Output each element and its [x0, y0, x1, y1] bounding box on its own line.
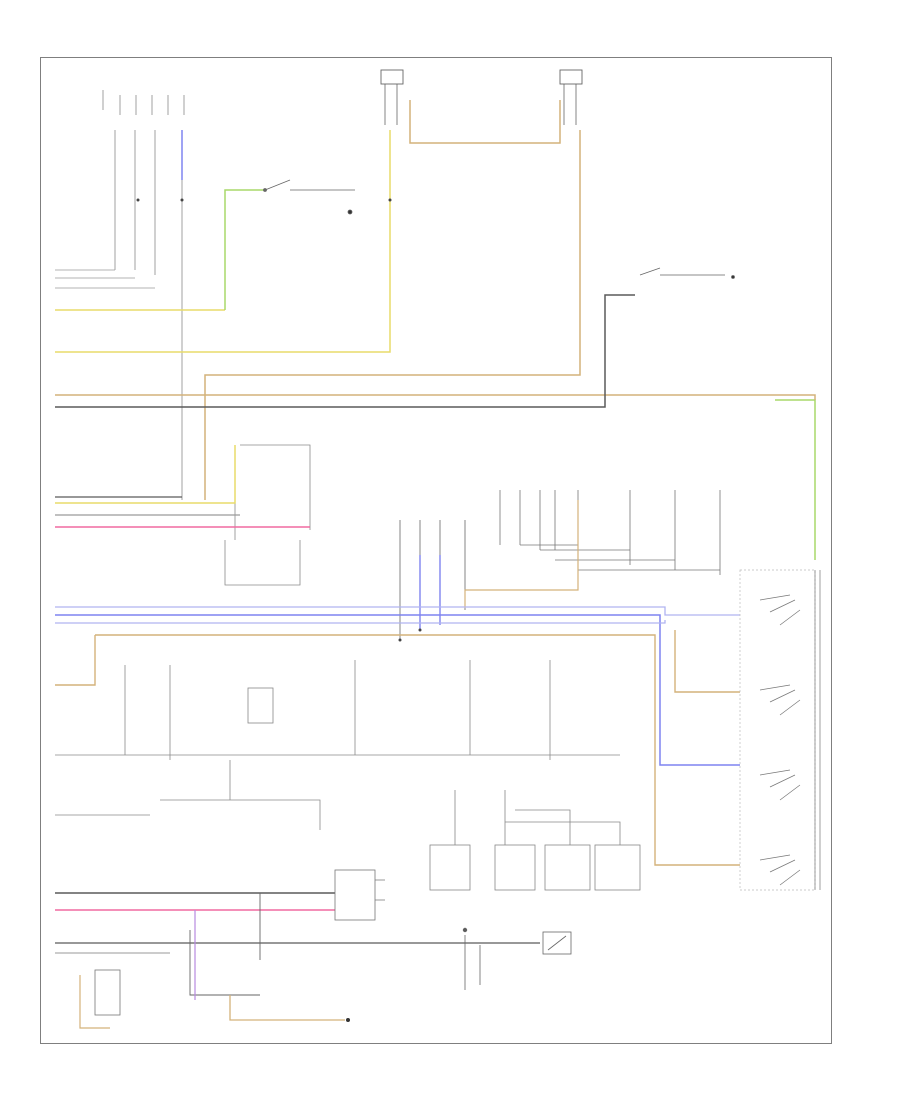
- tan-wire-sensors: [204, 100, 581, 500]
- bottom-left-component: [79, 969, 121, 1029]
- yellow-wire: [55, 130, 391, 353]
- top-sensor-left: [380, 69, 404, 125]
- right-top-switch: [639, 267, 735, 279]
- bottom-connector-block: [334, 869, 385, 921]
- yellow-wire-mid: [55, 445, 236, 504]
- diagram-frame: [40, 57, 832, 1044]
- middle-connector: [399, 520, 466, 640]
- top-switch: [263, 179, 355, 215]
- right-module: [739, 569, 821, 891]
- top-sensor-right: [559, 69, 583, 125]
- middle-connector-blue: [419, 555, 441, 630]
- tan-wire-right-group: [464, 500, 579, 608]
- lower-components: [55, 660, 620, 830]
- left-input-lines: [55, 269, 155, 289]
- tan-bus-lower: [55, 630, 740, 866]
- black-bus-upper: [55, 294, 635, 408]
- top-left-connector: [102, 90, 185, 500]
- tan-bus-upper: [55, 394, 816, 400]
- bottom-buses: [55, 892, 540, 1000]
- lower-right-modules: [429, 790, 641, 891]
- ground-markers: [136, 198, 422, 642]
- bottom-right-relay: [462, 927, 572, 990]
- blue-bus: [55, 606, 740, 766]
- bottom-ground-wire: [229, 995, 350, 1022]
- right-sensor-group: [499, 490, 721, 580]
